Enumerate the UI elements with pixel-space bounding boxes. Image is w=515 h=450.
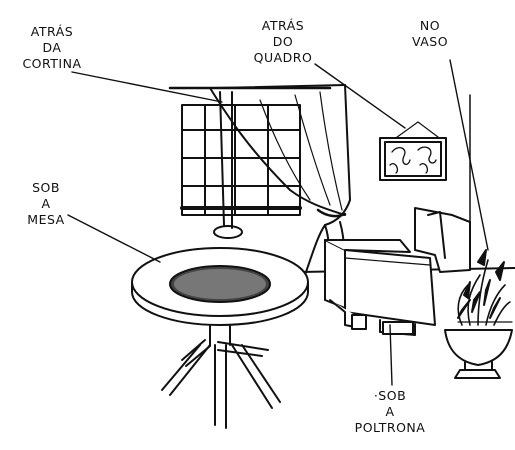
pointer-cortina [71, 71, 223, 103]
label-sob-a-mesa: SOB A MESA [27, 180, 65, 227]
label-no-vaso: NO VASO [411, 18, 449, 49]
pointer-vaso [449, 59, 489, 251]
label-atras-da-cortina: ATRÁS DA CORTINA [22, 24, 82, 71]
pointer-lines [67, 59, 489, 386]
label-atras-do-quadro: ATRÁS DO QUADRO [253, 18, 313, 65]
pointer-poltrona [389, 324, 393, 386]
round-table [131, 247, 309, 429]
pointer-quadro [314, 63, 406, 129]
pointer-mesa [67, 214, 161, 263]
armchair [324, 207, 471, 336]
window [180, 104, 302, 216]
curtain-left-strip [213, 91, 243, 239]
picture-frame [379, 121, 447, 181]
plant-vase [444, 249, 513, 379]
label-sob-a-poltrona: ·SOB A POLTRONA [354, 388, 426, 435]
